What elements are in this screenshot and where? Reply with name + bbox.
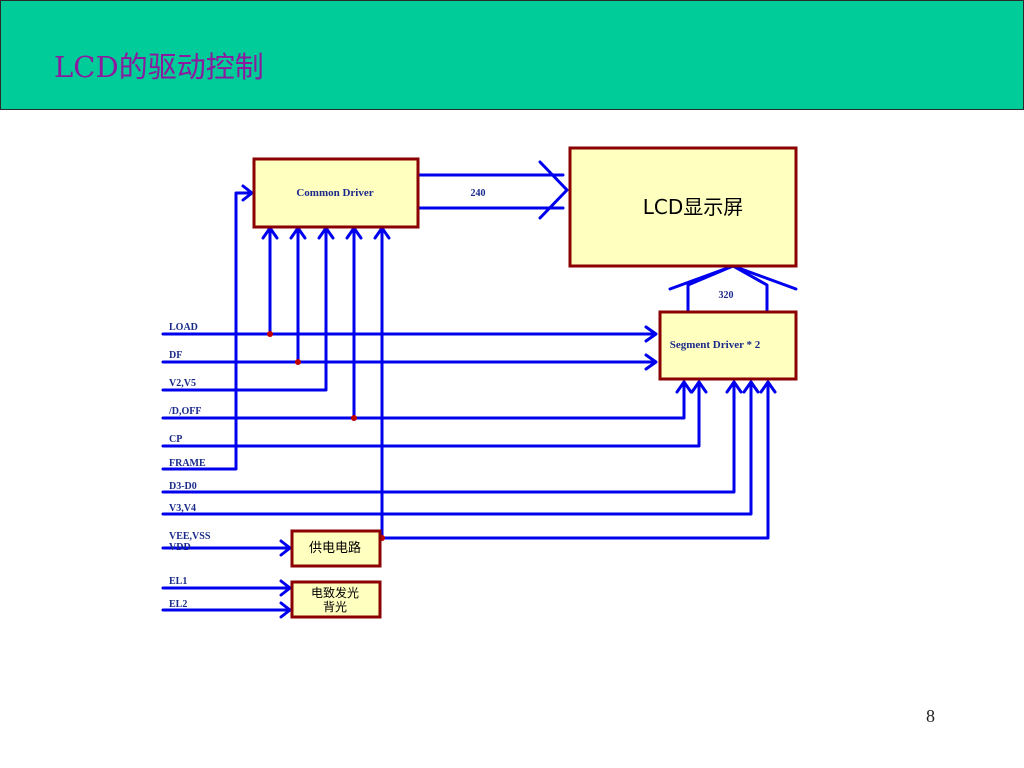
- signal-label-veevss: VEE,VSS: [169, 531, 211, 542]
- signal-label-doff: /D,OFF: [168, 406, 202, 417]
- junction-load: [267, 331, 273, 337]
- arrowhead-frame: [241, 184, 254, 202]
- signal-label-cp: CP: [169, 434, 182, 445]
- arrowhead-segment-1: [675, 380, 693, 394]
- arrowhead-load: [644, 325, 658, 343]
- wire-bus-320-left: [686, 264, 735, 312]
- junction-df: [295, 359, 301, 365]
- arrowhead-segment-4: [742, 380, 760, 394]
- lcd-screen-label: LCD显示屏: [643, 195, 744, 219]
- junction-doff: [351, 415, 357, 421]
- title-bar: [0, 0, 1024, 110]
- wire-frame: [161, 191, 252, 471]
- wire-d3d0: [161, 380, 736, 494]
- power-circuit-block: [290, 529, 382, 568]
- arrowhead-bus-240: [538, 160, 569, 220]
- wire-bus-320-right: [731, 264, 769, 312]
- wire-cp: [161, 380, 701, 448]
- common-driver-block: [252, 157, 420, 229]
- wire-doff: [161, 380, 686, 420]
- signal-label-el1: EL1: [169, 576, 187, 587]
- el-backlight-label-line1: 电致发光: [311, 585, 359, 600]
- signal-label-v2v5: V2,V5: [169, 378, 196, 389]
- common-driver-label: Common Driver: [296, 187, 373, 199]
- arrowhead-vdd: [279, 539, 292, 557]
- signal-label-d3d0: D3-D0: [169, 481, 197, 492]
- signal-label-load: LOAD: [169, 322, 198, 333]
- wire-power-out-segment: [378, 380, 770, 540]
- signal-label-df: DF: [169, 350, 182, 361]
- segment-driver-block: [658, 310, 798, 381]
- segment-driver-label: Segment Driver * 2: [670, 339, 761, 351]
- signal-label-vdd: VDD: [169, 542, 191, 553]
- el-backlight-block: [290, 580, 382, 619]
- signal-label-el2: EL2: [169, 599, 187, 610]
- wire-v3v4: [161, 380, 753, 516]
- wire-v2v5: [161, 226, 328, 392]
- page-number: 8: [926, 706, 935, 726]
- signal-label-v3v4: V3,V4: [169, 503, 196, 514]
- signal-label-frame: FRAME: [169, 458, 206, 469]
- slide-title: LCD的驱动控制: [54, 50, 264, 84]
- lcd-screen-block: [568, 146, 798, 268]
- el-backlight-label-line2: 背光: [323, 600, 347, 614]
- power-circuit-label: 供电电路: [309, 540, 361, 556]
- arrowhead-segment-5: [759, 380, 777, 394]
- arrowhead-el2: [279, 601, 292, 619]
- arrowhead-segment-3: [725, 380, 743, 394]
- bus-320-label: 320: [719, 290, 734, 301]
- bus-240-label: 240: [471, 188, 486, 199]
- arrowhead-df: [644, 353, 658, 371]
- arrowhead-el1: [279, 579, 292, 597]
- arrowhead-segment-2: [690, 380, 708, 394]
